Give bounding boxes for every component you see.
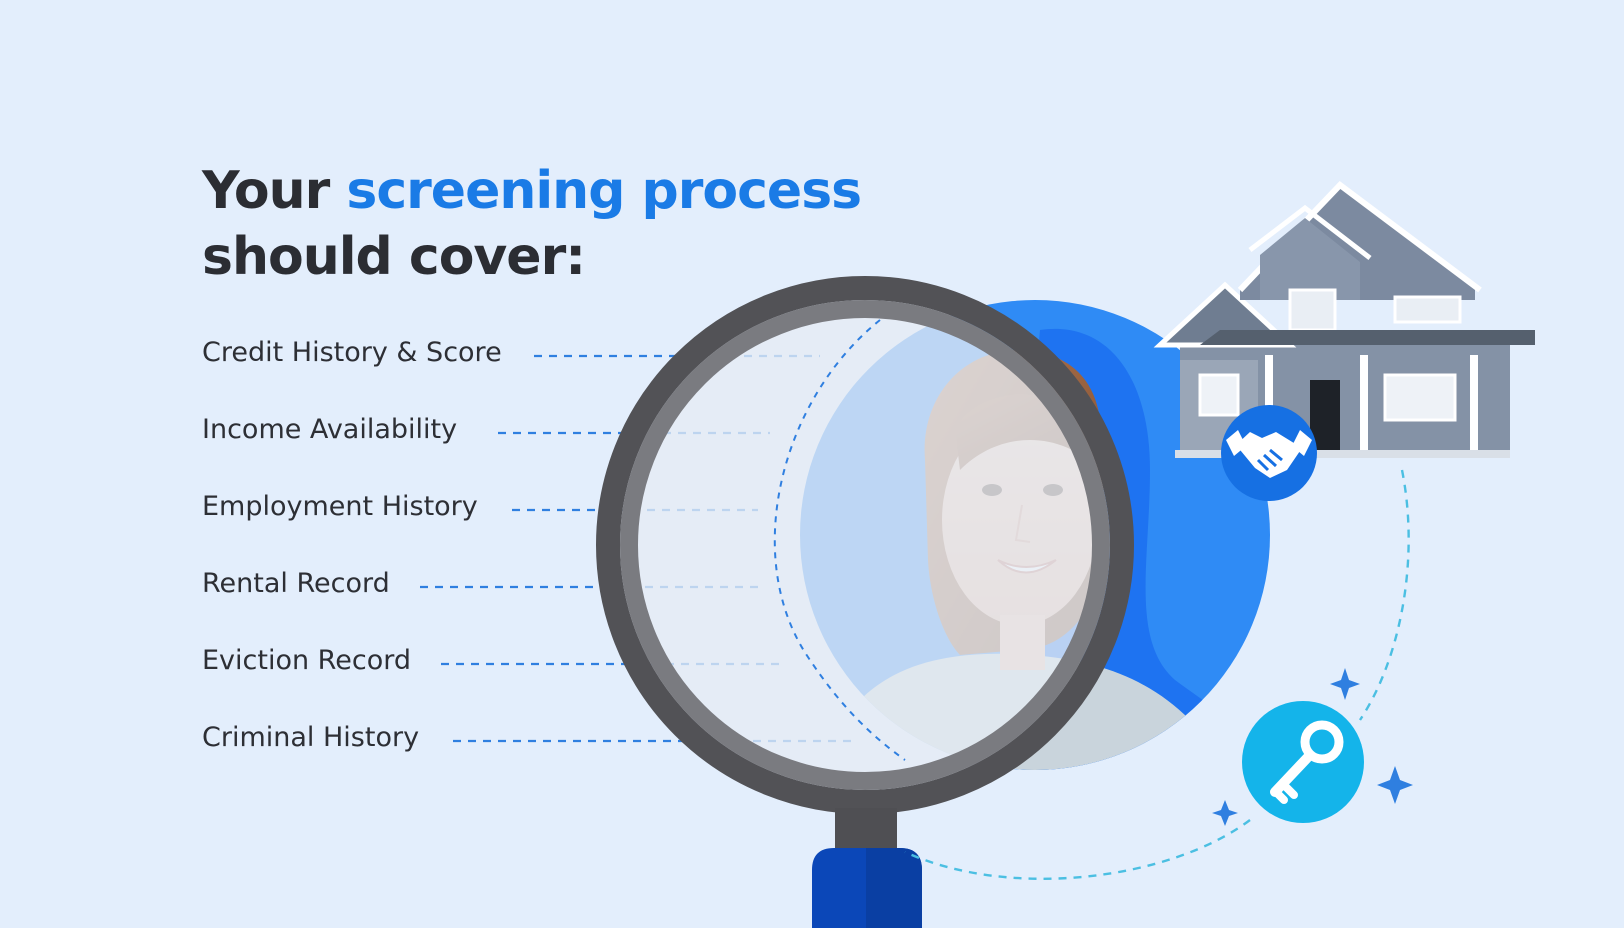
checklist-item: Income Availability <box>202 414 458 445</box>
handshake-icon <box>1221 405 1317 501</box>
headline-line2: should cover: <box>202 227 586 287</box>
magnifying-glass-icon <box>596 276 1134 928</box>
key-icon <box>1242 701 1364 823</box>
screening-checklist: Credit History & Score Income Availabili… <box>202 330 502 792</box>
checklist-item: Rental Record <box>202 568 390 599</box>
checklist-item: Credit History & Score <box>202 337 502 368</box>
checklist-item: Eviction Record <box>202 645 411 676</box>
checklist-item: Employment History <box>202 491 478 522</box>
house-illustration <box>1153 181 1535 458</box>
checklist-item: Criminal History <box>202 722 420 753</box>
headline-prefix: Your <box>202 161 347 221</box>
headline: Your screening process should cover: <box>202 158 862 290</box>
headline-accent: screening process <box>346 161 862 221</box>
sparkle-icon <box>1212 668 1413 826</box>
